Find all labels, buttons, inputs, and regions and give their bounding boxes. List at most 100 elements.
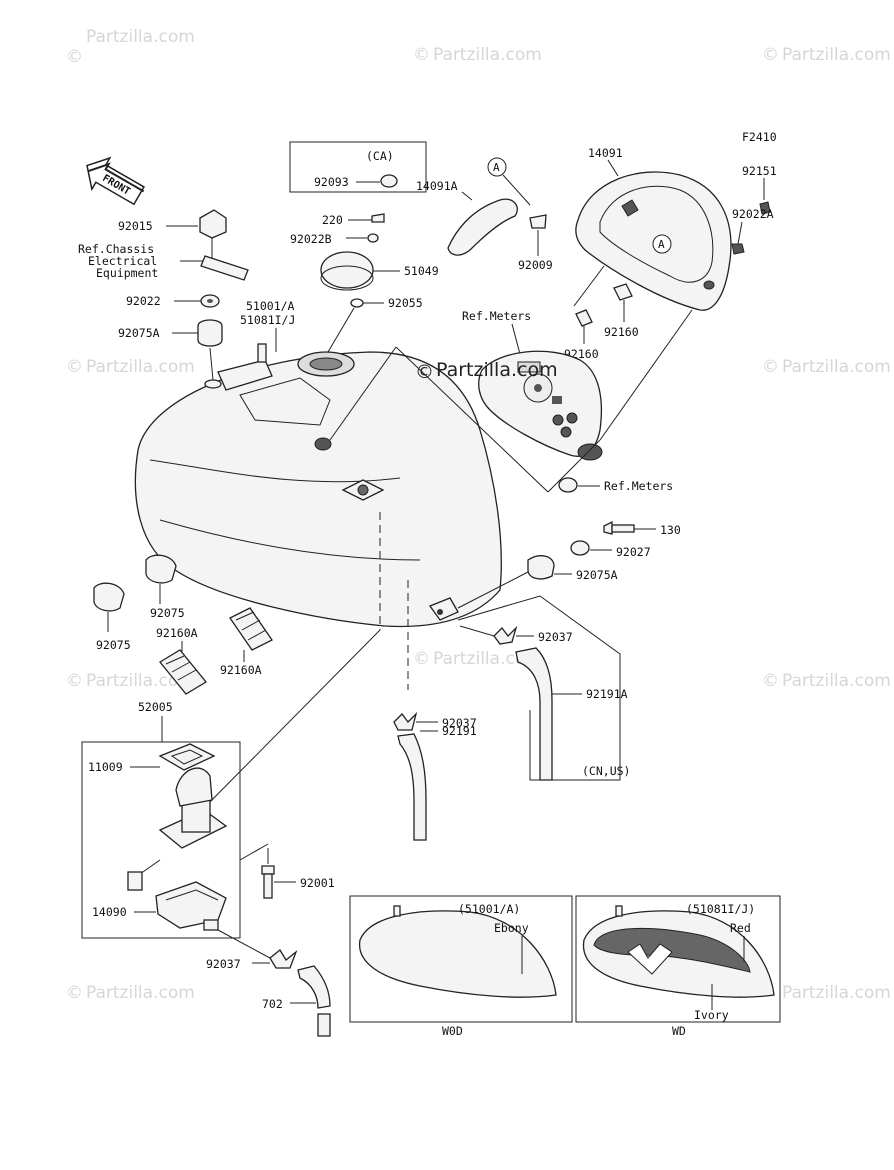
fuel-tank bbox=[134, 343, 502, 628]
part-label-11009: 11009 bbox=[88, 760, 123, 774]
part-label-92075A-right: 92075A bbox=[576, 568, 618, 582]
watermark-text: Partzilla.com bbox=[782, 45, 891, 65]
watermark-copyright: © bbox=[413, 45, 430, 65]
part-92009 bbox=[529, 214, 547, 229]
clamp-92037-right bbox=[493, 625, 518, 645]
part-label-92160-a: 92160 bbox=[604, 325, 639, 339]
inset-w0d-name: W0D bbox=[442, 1024, 463, 1038]
part-92075A-left bbox=[197, 319, 223, 347]
part-label-92022: 92022 bbox=[126, 294, 161, 308]
part-label-51001A: 51001/A bbox=[246, 299, 295, 313]
part-label-52005: 52005 bbox=[138, 700, 173, 714]
part-label-14090: 14090 bbox=[92, 905, 127, 919]
part-92075-a bbox=[145, 554, 177, 584]
part-92160-b bbox=[575, 309, 593, 327]
bolt-head-130 bbox=[603, 520, 613, 535]
chassis-bracket bbox=[200, 255, 249, 281]
part-92160A-a bbox=[159, 649, 207, 695]
cn-us-label: (CN,US) bbox=[582, 764, 630, 778]
hose-92191 bbox=[397, 733, 427, 841]
figure-code: F2410 bbox=[742, 130, 777, 144]
watermark-copyright: © bbox=[762, 671, 779, 691]
bolt-130 bbox=[611, 524, 635, 533]
watermark-text: Partzilla.com bbox=[433, 649, 542, 669]
part-label-702: 702 bbox=[262, 997, 283, 1011]
ref-meters-label-bottom: Ref.Meters bbox=[604, 479, 673, 493]
tank-w0d-illustration bbox=[358, 910, 557, 998]
part-92160-a bbox=[613, 283, 633, 301]
meter-grommet bbox=[577, 443, 603, 461]
watermark-copyright: © bbox=[762, 45, 779, 65]
part-label-92191: 92191 bbox=[442, 724, 477, 738]
part-label-51049: 51049 bbox=[404, 264, 439, 278]
inset-w0d-code: (51001/A) bbox=[458, 902, 520, 916]
part-label-92055: 92055 bbox=[388, 296, 423, 310]
ca-variant-box bbox=[289, 141, 427, 193]
fuel-outlet-nipple bbox=[203, 919, 219, 931]
cover-14091A bbox=[447, 198, 518, 256]
ca-label: (CA) bbox=[366, 149, 394, 163]
watermark-copyright: © bbox=[413, 649, 430, 669]
part-label-220: 220 bbox=[322, 213, 343, 227]
watermark-text: Partzilla.com bbox=[433, 45, 542, 65]
ref-meters-label-top: Ref.Meters bbox=[462, 309, 531, 323]
hose-92191A bbox=[515, 647, 553, 781]
callout-a-circle bbox=[652, 234, 672, 254]
watermark-copyright: © bbox=[66, 357, 83, 377]
part-label-92037-mid: 92037 bbox=[442, 716, 477, 730]
part-label-92160A-b: 92160A bbox=[220, 663, 262, 677]
part-92022B bbox=[367, 233, 379, 243]
meter-plug bbox=[558, 477, 578, 493]
part-label-92093: 92093 bbox=[314, 175, 349, 189]
watermark-text: Partzilla.com bbox=[782, 671, 891, 691]
part-label-92022B: 92022B bbox=[290, 232, 332, 246]
watermark-text: Partzilla.com bbox=[782, 983, 891, 1003]
inset-wd-code: (51081I/J) bbox=[686, 902, 755, 916]
fuel-cock-strainer bbox=[175, 767, 213, 807]
part-label-92160A-a: 92160A bbox=[156, 626, 198, 640]
inset-w0d-color: Ebony bbox=[494, 921, 529, 935]
callout-a-label: A bbox=[658, 238, 665, 251]
watermark-text: Partzilla.com bbox=[86, 983, 195, 1003]
part-92160A-b bbox=[229, 607, 273, 651]
part-92093 bbox=[380, 174, 398, 188]
part-label-51081IJ: 51081I/J bbox=[240, 313, 295, 327]
front-arrow-icon: FRONT bbox=[86, 156, 145, 206]
bolt-head-92001 bbox=[261, 865, 275, 875]
part-label-92015: 92015 bbox=[118, 219, 153, 233]
watermark-main-copyright: © bbox=[415, 361, 434, 383]
clamp-92037-mid bbox=[393, 711, 418, 731]
watermark-main: Partzilla.com bbox=[436, 359, 558, 381]
bolt-92001 bbox=[263, 873, 273, 899]
part-label-92075-b: 92075 bbox=[96, 638, 131, 652]
part-label-92027: 92027 bbox=[616, 545, 651, 559]
part-label-14091A: 14091A bbox=[416, 179, 458, 193]
inset-wd-color-red: Red bbox=[730, 921, 751, 935]
ref-chassis-line2: Electrical bbox=[88, 254, 157, 268]
inset-wd-color-ivory: Ivory bbox=[694, 1008, 729, 1022]
part-label-92191A: 92191A bbox=[586, 687, 628, 701]
part-label-92009: 92009 bbox=[518, 258, 553, 272]
part-label-130: 130 bbox=[660, 523, 681, 537]
part-label-92022A: 92022A bbox=[732, 207, 774, 221]
part-label-92037-right: 92037 bbox=[538, 630, 573, 644]
part-92151 bbox=[759, 201, 771, 215]
part-92015 bbox=[199, 209, 227, 239]
watermark-text: Partzilla.com bbox=[86, 357, 195, 377]
part-label-92001: 92001 bbox=[300, 876, 335, 890]
watermark-copyright: © bbox=[66, 983, 83, 1003]
gasket-11009 bbox=[158, 743, 216, 771]
watermark-copyright: © bbox=[762, 357, 779, 377]
callout-a-label: A bbox=[493, 161, 500, 174]
watermark-text: Partzilla.com bbox=[86, 27, 195, 47]
inset-wd-name: WD bbox=[672, 1024, 686, 1038]
ref-chassis-line1: Ref.Chassis bbox=[78, 242, 154, 256]
part-label-14091: 14091 bbox=[588, 146, 623, 160]
part-92022A bbox=[731, 243, 745, 255]
watermark-text: Partzilla.com bbox=[86, 671, 195, 691]
callout-a-circle bbox=[487, 157, 507, 177]
watermark-copyright: © bbox=[66, 47, 83, 67]
part-92075-b bbox=[93, 582, 125, 612]
ref-chassis-line3: Equipment bbox=[96, 266, 158, 280]
